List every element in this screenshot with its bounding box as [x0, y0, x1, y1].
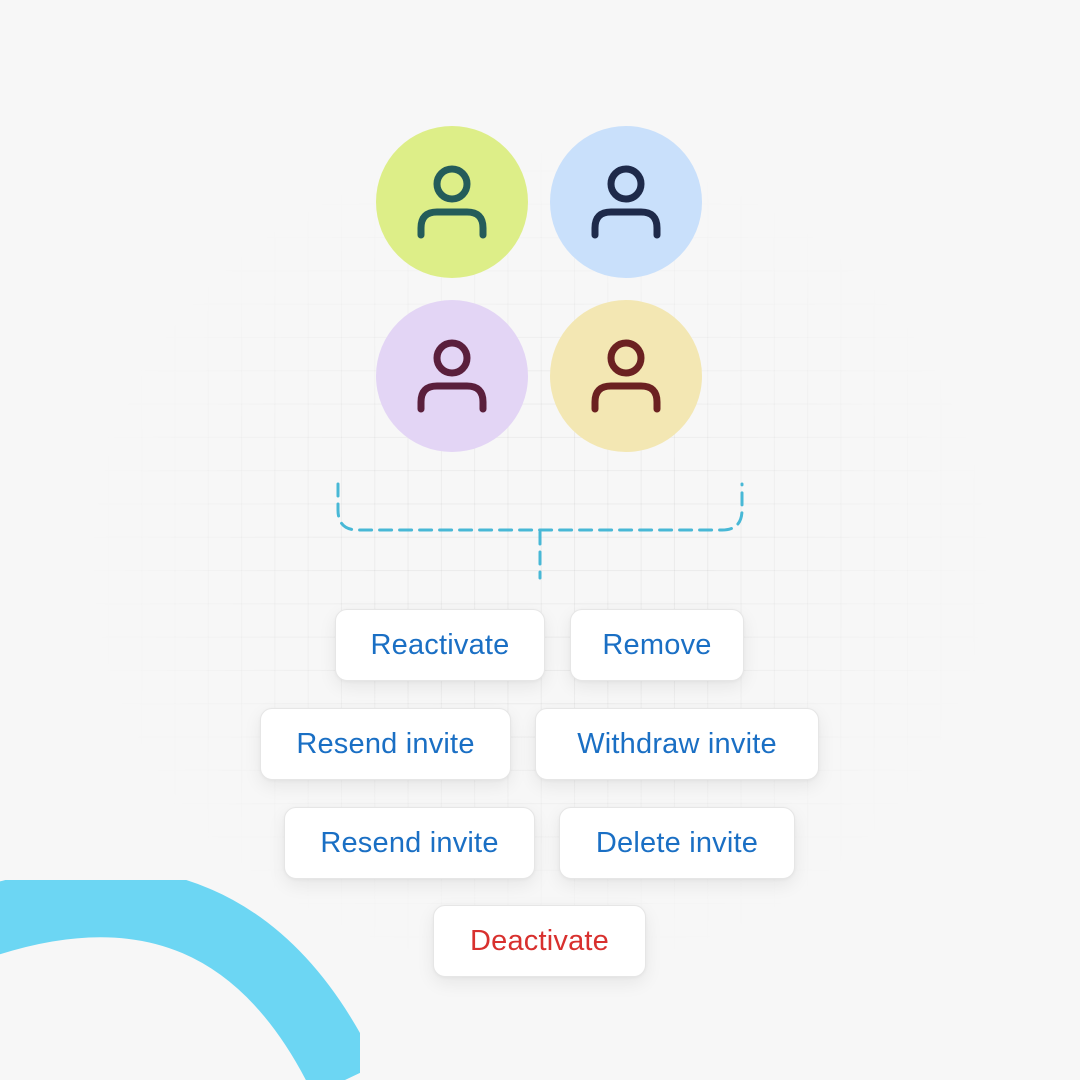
delete-invite-button[interactable]: Delete invite [559, 807, 795, 879]
remove-button[interactable]: Remove [570, 609, 744, 681]
avatar-blue [550, 126, 702, 278]
avatar-purple [376, 300, 528, 452]
user-icon [417, 165, 487, 239]
avatar-green [376, 126, 528, 278]
user-icon [591, 165, 661, 239]
reactivate-button[interactable]: Reactivate [335, 609, 545, 681]
resend-invite-button[interactable]: Resend invite [260, 708, 511, 780]
avatar-yellow [550, 300, 702, 452]
resend-invite-button-secondary[interactable]: Resend invite [284, 807, 535, 879]
user-icon [591, 339, 661, 413]
user-icon [417, 339, 487, 413]
decorative-arc [0, 880, 360, 1080]
deactivate-button[interactable]: Deactivate [433, 905, 646, 977]
withdraw-invite-button[interactable]: Withdraw invite [535, 708, 819, 780]
